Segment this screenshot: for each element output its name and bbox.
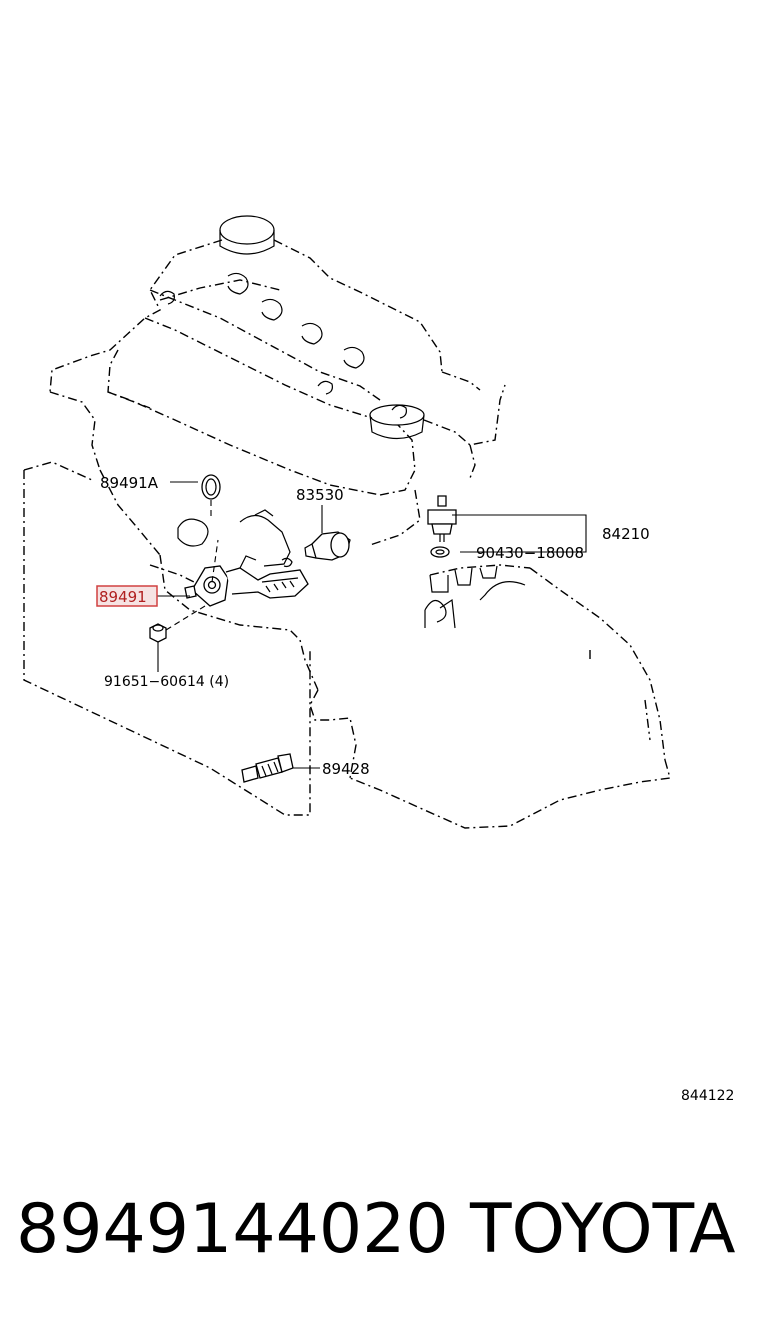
o-ring-part — [201, 474, 221, 500]
callout-89491[interactable]: 89491 — [99, 588, 147, 606]
callout-84210: 84210 — [602, 525, 650, 543]
throttle-body-outline — [149, 509, 291, 586]
illustration-code: 844122 — [681, 1088, 734, 1104]
callout-90430-18008: 90430−18008 — [476, 544, 584, 562]
pressure-switch-part — [427, 495, 457, 542]
engine-block-outline — [49, 215, 671, 829]
nut-part — [149, 623, 167, 643]
part-number-caption: 8949144020 — [16, 1190, 449, 1269]
callout-89491A: 89491A — [100, 474, 159, 492]
gasket-part — [430, 546, 450, 558]
oil-pressure-switch-part — [281, 531, 351, 568]
intake-panel-outline — [23, 461, 311, 816]
callout-91651-60614: 91651−60614 (4) — [104, 674, 229, 690]
brand-caption: TOYOTA — [470, 1190, 736, 1269]
callout-89428: 89428 — [322, 760, 370, 778]
oxygen-sensor-part — [184, 555, 309, 607]
highlight-box — [96, 585, 158, 607]
leader-lines — [156, 481, 587, 769]
callout-83530: 83530 — [296, 486, 344, 504]
temperature-sensor-part — [241, 753, 294, 783]
